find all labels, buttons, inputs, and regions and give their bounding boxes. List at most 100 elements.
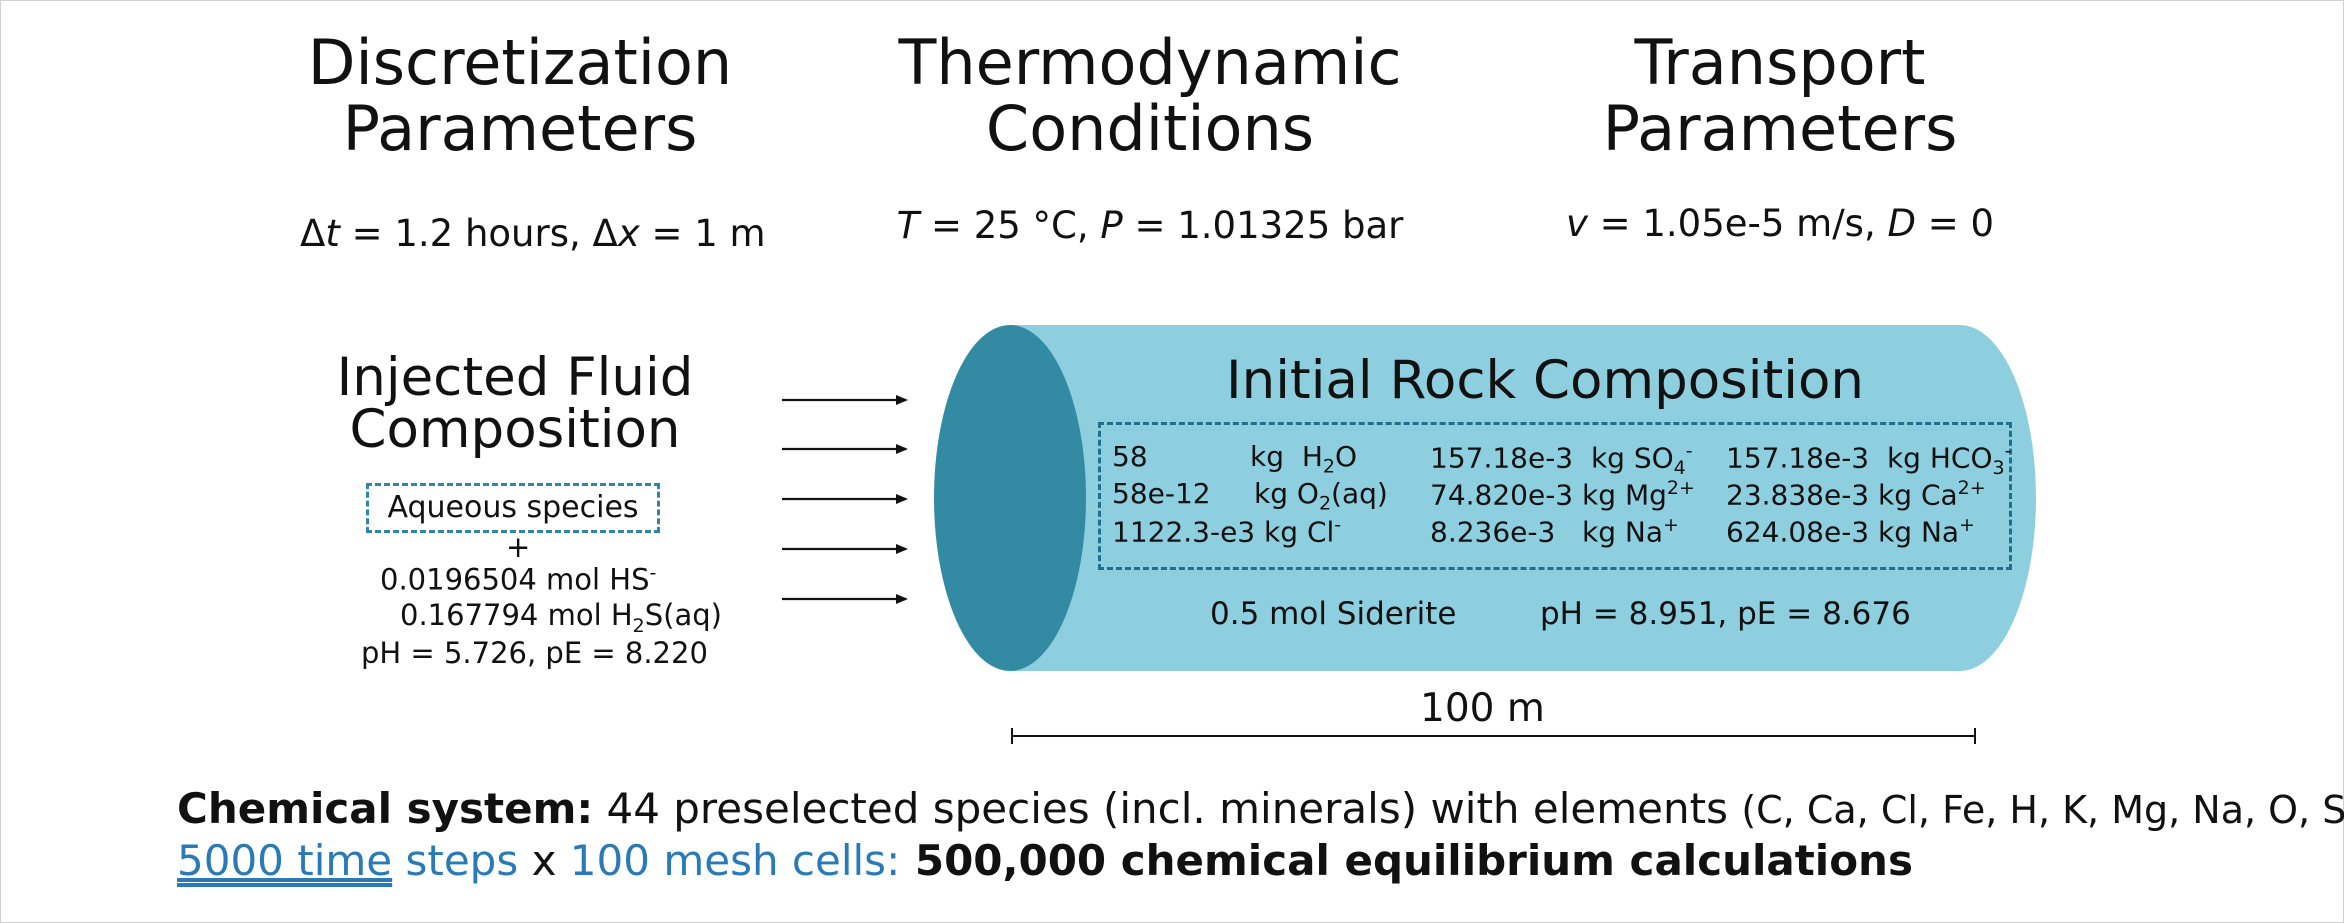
plus-sign: +	[506, 530, 531, 564]
discretization-values: Δt = 1.2 hours, Δx = 1 m	[300, 212, 766, 255]
species: Na	[1920, 515, 1960, 549]
transport-header: Transport Parameters	[1560, 30, 2000, 162]
species: O	[1296, 477, 1319, 510]
discretization-title-line1: Discretization	[307, 26, 733, 99]
rock-composition-box	[1098, 422, 2012, 570]
hs-line: 0.0196504 mol HS-	[380, 562, 656, 597]
thermodynamic-values: T = 25 °C, P = 1.01325 bar	[880, 204, 1420, 247]
unit: kg	[1250, 440, 1284, 473]
thermodynamic-title-line1: Thermodynamic	[898, 26, 1402, 99]
aqueous-species-box: Aqueous species	[366, 483, 660, 533]
species-rest: O	[1334, 440, 1358, 473]
thermodynamic-header: Thermodynamic Conditions	[880, 30, 1420, 162]
species: Na	[1624, 515, 1664, 549]
hs-charge: -	[649, 562, 657, 584]
transport-values: v = 1.05e-5 m/s, D = 0	[1560, 202, 2000, 245]
chemical-system-label: Chemical system:	[177, 784, 594, 833]
species-sup: +	[1663, 514, 1679, 536]
species-rest: (aq)	[1331, 477, 1388, 510]
v-value: = 1.05e-5 m/s,	[1587, 202, 1888, 245]
species: Mg	[1624, 478, 1667, 512]
injection-arrows	[782, 395, 908, 604]
species: HCO	[1929, 441, 1993, 475]
P-variable: P	[1100, 204, 1123, 247]
cylinder-body	[1010, 325, 2036, 671]
injected-fluid-title-line2: Composition	[349, 399, 681, 460]
transport-title-line1: Transport	[1634, 26, 1926, 99]
species: H	[1301, 440, 1323, 473]
discretization-header: Discretization Parameters	[300, 30, 740, 162]
rock-item: 23.838e-3 kg Ca2+	[1726, 477, 1986, 511]
amount: 74.820e-3	[1430, 478, 1574, 512]
T-variable: T	[896, 204, 920, 247]
species-sup: 2+	[1957, 477, 1986, 499]
equilibrium-calculations: 500,000 chemical equilibrium calculation…	[900, 836, 1913, 885]
injected-fluid-title: Injected Fluid Composition	[315, 351, 715, 460]
dt-dx-text: = 1.2 hours, Δ	[339, 212, 618, 255]
hs-amount: 0.0196504 mol HS	[380, 562, 650, 597]
T-value: = 25 °C,	[919, 204, 1101, 247]
amount: 157.18e-3	[1430, 441, 1574, 475]
unit: kg	[1582, 515, 1617, 549]
steps-text: steps	[392, 836, 519, 885]
h2s-subscript: 2	[632, 614, 645, 637]
rock-item: 58	[1112, 440, 1148, 473]
rock-item-species: kg O2(aq)	[1254, 477, 1388, 515]
species-sup: +	[1959, 514, 1975, 536]
D-variable: D	[1887, 202, 1916, 245]
P-value: = 1.01325 bar	[1122, 204, 1404, 247]
D-value: = 0	[1915, 202, 1995, 245]
species-sup: -	[1685, 440, 1693, 462]
amount: 624.08e-3	[1726, 515, 1870, 549]
discretization-title-line2: Parameters	[342, 92, 698, 165]
times-symbol: x	[518, 836, 570, 885]
t-variable: t	[325, 212, 340, 255]
unit: kg	[1582, 478, 1617, 512]
unit: kg	[1590, 441, 1625, 475]
transport-title-line2: Parameters	[1602, 92, 1958, 165]
unit: kg	[1886, 441, 1921, 475]
h2s-line: 0.167794 mol H2S(aq)	[400, 598, 722, 637]
delta-symbol: Δ	[300, 212, 326, 255]
amount: 157.18e-3	[1726, 441, 1870, 475]
h2s-amount: 0.167794 mol H	[400, 598, 633, 632]
species-sub: 2	[1322, 455, 1335, 478]
rock-item: 624.08e-3 kg Na+	[1726, 514, 1975, 548]
time-steps-link[interactable]: 5000 time	[177, 836, 393, 885]
chemical-system-text: 44 preselected species (incl. minerals) …	[593, 784, 1742, 833]
species-sup: -	[2004, 440, 2012, 462]
dx-value: = 1 m	[639, 212, 766, 255]
rock-item: 157.18e-3 kg HCO3-	[1726, 440, 2011, 479]
species-sub: 4	[1673, 456, 1686, 479]
unit: kg	[1878, 478, 1913, 512]
footer-chemical-system: Chemical system: 44 preselected species …	[177, 784, 2344, 833]
amount: 23.838e-3	[1726, 478, 1870, 512]
rock-ph-pe: pH = 8.951, pE = 8.676	[1540, 596, 1911, 632]
species: Cl	[1306, 515, 1335, 549]
rock-item-species: kg H2O	[1250, 440, 1357, 478]
fluid-ph-pe: pH = 5.726, pE = 8.220	[361, 636, 708, 670]
amount: 1122.3-e3	[1112, 515, 1256, 549]
species-sub: 3	[1992, 456, 2005, 479]
species: SO	[1633, 441, 1674, 475]
species-sup: 2+	[1666, 477, 1695, 499]
species-sup: -	[1334, 514, 1342, 536]
rock-item: 157.18e-3 kg SO4-	[1430, 440, 1693, 479]
rock-item: 8.236e-3 kg Na+	[1430, 514, 1679, 548]
species-sub: 2	[1318, 492, 1332, 515]
cylinder-end-face	[934, 325, 1086, 671]
rock-item: 58e-12	[1112, 477, 1211, 510]
elements-list: (C, Ca, Cl, Fe, H, K, Mg, Na, O, S)	[1741, 788, 2344, 832]
unit: kg	[1878, 515, 1913, 549]
rock-mineral: 0.5 mol Siderite	[1210, 596, 1457, 632]
rock-composition-title: Initial Rock Composition	[1225, 350, 1865, 411]
h2s-rest: S(aq)	[644, 598, 722, 632]
rock-item: 1122.3-e3 kg Cl-	[1112, 514, 1341, 548]
x-variable: x	[617, 212, 640, 255]
rock-item: 74.820e-3 kg Mg2+	[1430, 477, 1695, 511]
footer-calculations: 5000 time steps x 100 mesh cells: 500,00…	[177, 836, 1913, 885]
length-label: 100 m	[1420, 686, 1545, 731]
length-scale-bar	[1011, 728, 1976, 744]
mesh-cells-text: 100 mesh cells:	[569, 836, 901, 885]
